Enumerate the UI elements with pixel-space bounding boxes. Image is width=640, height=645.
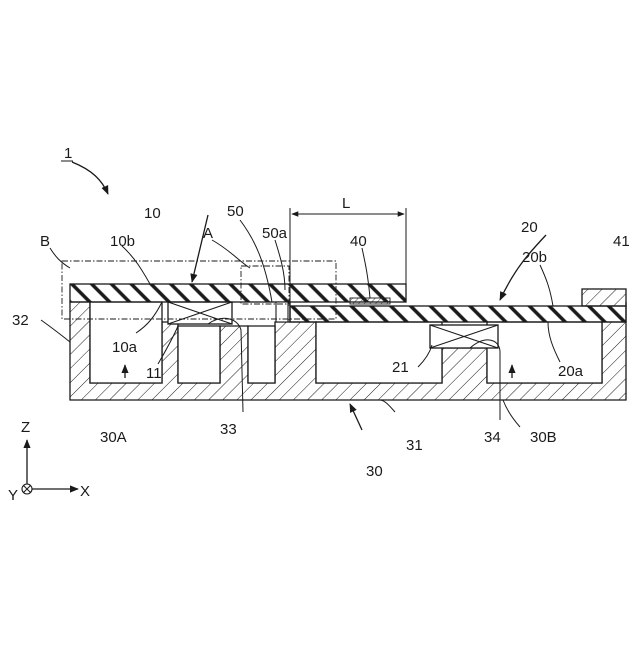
label-surface-10a: 10a (112, 339, 138, 356)
label-axis-z: Z (21, 419, 30, 436)
label-adhesive-34: 34 (484, 429, 501, 446)
label-lens-10: 10 (144, 205, 161, 222)
cavity-30b (487, 322, 602, 383)
label-axis-y: Y (8, 487, 18, 504)
label-wall-32: 32 (12, 312, 29, 329)
label-layer-50: 50 (227, 203, 244, 220)
pad-41 (582, 289, 626, 306)
label-pad-41: 41 (613, 233, 630, 250)
cavity-center-b (248, 326, 275, 383)
label-region-a: A (203, 225, 213, 242)
label-distance-l: L (342, 195, 350, 212)
label-surface-20b: 20b (522, 249, 547, 266)
label-cavity-30a: 30A (100, 429, 127, 446)
label-axis-x: X (80, 483, 90, 500)
label-base-31: 31 (406, 437, 423, 454)
label-adhesive-33: 33 (220, 421, 237, 438)
label-chip-21: 21 (392, 359, 409, 376)
label-package-30: 30 (366, 463, 383, 480)
label-surface-50a: 50a (262, 225, 288, 242)
film-20 (290, 306, 626, 322)
label-lens-20: 20 (521, 219, 538, 236)
cavity-center-a (178, 326, 220, 383)
label-surface-20a: 20a (558, 363, 584, 380)
part-40 (350, 298, 390, 304)
label-surface-10b: 10b (110, 233, 135, 250)
label-cavity-30b: 30B (530, 429, 557, 446)
label-chip-11: 11 (146, 365, 162, 382)
label-part-40: 40 (350, 233, 367, 250)
cavity-30b-left (316, 322, 442, 383)
device-1-arrow (72, 162, 108, 194)
label-region-b: B (40, 233, 50, 250)
label-device-1: 1 (64, 145, 72, 162)
